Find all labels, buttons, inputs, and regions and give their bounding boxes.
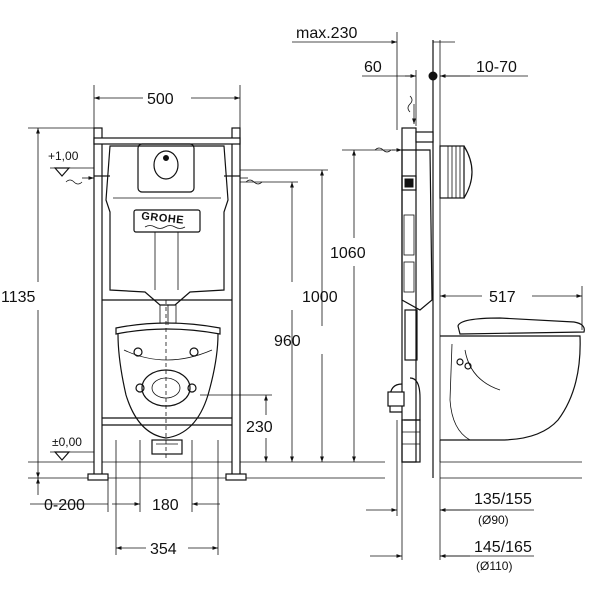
dim-pipe-145-165: 145/165 [474,539,532,556]
level-zero-label: ±0,00 [52,435,82,449]
toilet-bowl-side [439,317,585,462]
dim-max-230: max.230 [296,25,357,42]
dim-spacing-180: 180 [152,497,179,514]
front-dimensions: 500 1135 +1,00 ±0,00 1000 960 1060 [1,85,395,558]
dim-height-1060: 1060 [330,245,366,262]
toilet-bowl-front [115,300,221,460]
dim-floor-0-200: 0-200 [44,497,85,514]
floor-lines [28,461,582,479]
dim-height-960: 960 [274,333,301,350]
dim-width-500: 500 [147,91,174,108]
dim-depth-10-70: 10-70 [476,59,517,76]
side-dimensions: max.230 60 10-70 517 135/155 (Ø90) 145/1… [292,25,583,573]
dim-pipe-135-155: 135/155 [474,491,532,508]
dim-height-1000: 1000 [302,289,338,306]
frame-front-view [87,127,247,481]
cistern-front: GROHE [94,143,240,306]
brand-logo-text: GROHE [141,210,185,226]
dim-spacing-354: 354 [150,541,177,558]
dim-depth-60: 60 [364,59,382,76]
dim-bowl-517: 517 [489,289,516,306]
dim-height-230: 230 [246,419,273,436]
frame-side-view [374,40,473,478]
level-top-label: +1,00 [48,149,79,163]
dim-pipe-dia-110: (Ø110) [476,559,512,573]
dim-pipe-dia-90: (Ø90) [478,513,509,527]
dim-height-1135: 1135 [1,289,36,306]
